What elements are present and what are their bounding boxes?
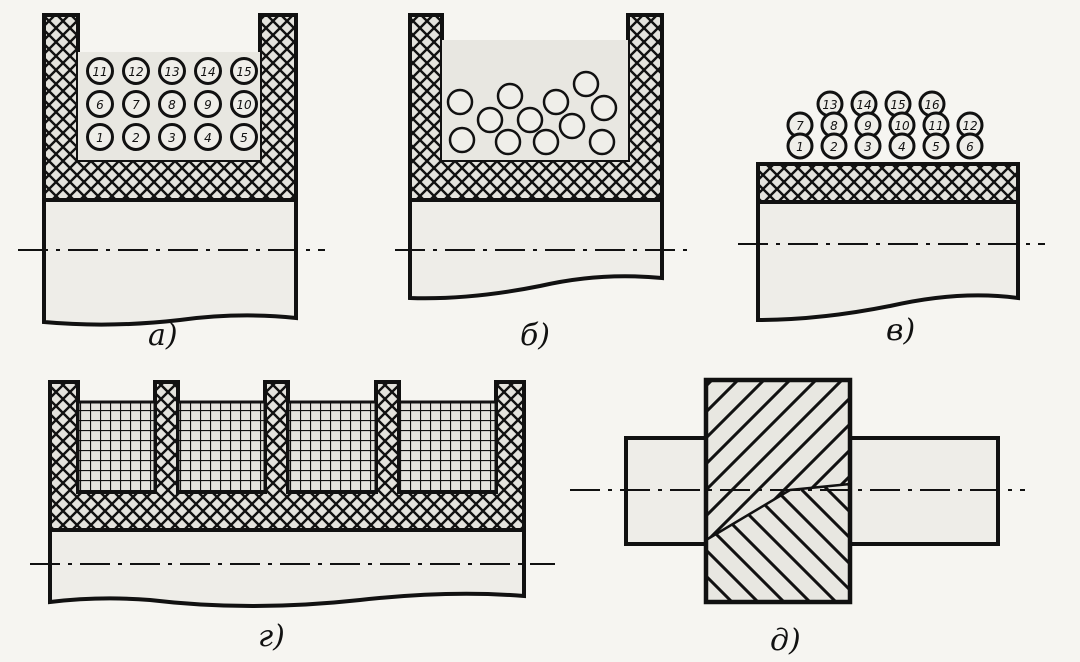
coil-number: 1 [96,131,104,145]
coil-number: 11 [92,65,107,79]
coil-number: 8 [830,119,838,133]
coil-number: 1 [796,140,804,154]
figure-g-windings [76,400,498,494]
figure-d: д) [570,377,1025,658]
coil [888,132,916,160]
coil-number: 7 [132,98,140,112]
coil-number: 10 [236,98,252,112]
coil [122,90,150,118]
figure-g-label: г) [258,619,285,654]
coil-number: 13 [822,98,837,112]
figure-a-shaft [42,198,298,327]
figure-d-block-upper [706,380,850,540]
coil [158,123,186,151]
figure-b-label: б) [520,318,550,353]
coil-number: 4 [898,140,906,154]
coil [122,123,150,151]
coil-number: 14 [856,98,871,112]
coil [86,57,114,85]
coil-number: 4 [204,131,212,145]
coil [956,132,984,160]
figure-d-block-lower [706,484,850,602]
figure-b-wires [446,70,618,156]
coil-number: 14 [200,65,215,79]
coil [158,90,186,118]
coil-number: 12 [128,65,143,79]
coil [230,123,258,151]
coil-number: 9 [864,119,872,133]
coil [820,132,848,160]
coil [230,90,258,118]
coil [786,132,814,160]
coil [86,123,114,151]
coil-number: 8 [168,98,176,112]
coil-number: 5 [932,140,940,154]
figure-v-base [756,162,1020,204]
coil [158,57,186,85]
coil-number: 6 [966,140,974,154]
coil-number: 2 [830,140,838,154]
coil-number: 3 [168,131,176,145]
coil [854,132,882,160]
coil-number: 15 [890,98,905,112]
coil-number: 16 [924,98,940,112]
coil-number: 9 [204,98,212,112]
figure-b: б) [395,13,690,353]
coil-number: 5 [240,131,248,145]
coil [122,57,150,85]
coil-number: 3 [864,140,872,154]
figure-a-label: а) [148,318,178,353]
coil [922,132,950,160]
figure-g: г) [30,380,555,654]
coil-number: 13 [164,65,179,79]
coil [194,90,222,118]
coil-number: 15 [236,65,251,79]
figure-g-shaft [48,528,526,608]
coil-number: 10 [894,119,910,133]
coil-number: 12 [962,119,977,133]
coil-number: 11 [928,119,943,133]
figure-d-label: д) [770,623,801,658]
coil-number: 7 [796,119,804,133]
coil [194,57,222,85]
figure-v-label: в) [886,313,915,348]
coil [230,57,258,85]
coil [86,90,114,118]
coil-number: 2 [132,131,140,145]
coil-number: 6 [96,98,104,112]
coil [194,123,222,151]
figure-v-shaft [756,200,1020,323]
